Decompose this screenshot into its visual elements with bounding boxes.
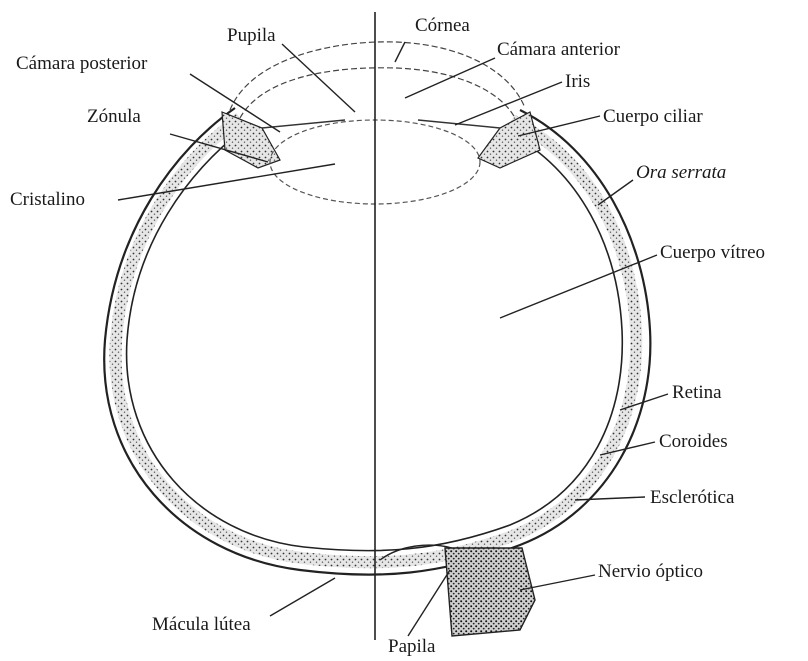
cornea-inner — [240, 68, 515, 118]
label-coroides: Coroides — [659, 432, 728, 451]
optic-nerve — [445, 548, 535, 636]
label-papila: Papila — [388, 637, 436, 656]
label-cornea: Córnea — [415, 16, 470, 35]
leader-lines — [118, 42, 668, 636]
label-camara-anterior: Cámara anterior — [497, 40, 620, 59]
label-nervio-optico: Nervio óptico — [598, 562, 703, 581]
label-cuerpo-ciliar: Cuerpo ciliar — [603, 107, 703, 126]
label-zonula: Zónula — [87, 107, 141, 126]
ciliary-right — [478, 112, 540, 168]
label-camara-posterior: Cámara posterior — [16, 54, 147, 73]
label-retina: Retina — [672, 383, 722, 402]
label-macula-lutea: Mácula lútea — [152, 615, 251, 634]
label-pupila: Pupila — [227, 26, 276, 45]
label-cuerpo-vitreo: Cuerpo vítreo — [660, 243, 765, 262]
label-esclerotica: Esclerótica — [650, 488, 734, 507]
cornea-outer — [230, 42, 525, 110]
ciliary-left — [222, 112, 280, 168]
label-cristalino: Cristalino — [10, 190, 85, 209]
label-ora-serrata: Ora serrata — [636, 163, 726, 182]
label-iris: Iris — [565, 72, 590, 91]
